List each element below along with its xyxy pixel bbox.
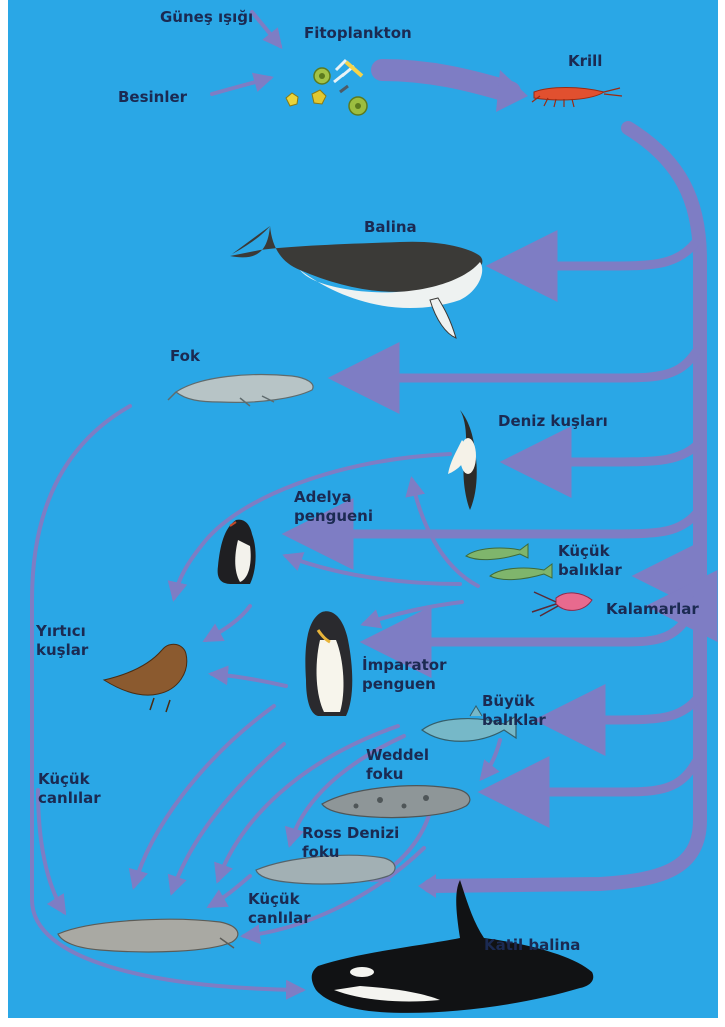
arrow-plankton-to-krill	[382, 70, 510, 92]
label-small-creatures-left: Küçük canlılar	[38, 770, 101, 808]
label-ross-seal-line2: foku	[302, 843, 399, 862]
label-small-creatures-bottom-line2: canlılar	[248, 909, 311, 928]
seabird-illustration	[448, 410, 477, 510]
label-big-fish-line1: Büyük	[482, 692, 546, 711]
seal-fok-illustration	[168, 375, 313, 406]
label-nutrients: Besinler	[118, 88, 187, 107]
label-adelie: Adelya pengueni	[294, 488, 373, 526]
label-sunlight: Güneş ışığı	[160, 8, 253, 27]
arrow-nutrients	[212, 78, 270, 94]
label-ross-seal: Ross Denizi foku	[302, 824, 399, 862]
label-whale: Balina	[364, 218, 417, 237]
label-phytoplankton: Fitoplankton	[304, 24, 412, 43]
label-emperor: İmparator penguen	[362, 656, 446, 694]
arrow-to-balina	[500, 242, 696, 266]
label-small-creatures-bottom-line1: Küçük	[248, 890, 311, 909]
arrow-to-buyuk-baliklar	[548, 700, 696, 720]
arrow-adelya-to-yirtici	[206, 606, 250, 640]
squid-illustration	[532, 592, 592, 616]
thin-arrows	[32, 12, 500, 990]
label-small-creatures-left-line2: canlılar	[38, 789, 101, 808]
label-killer-whale: Katil balina	[484, 936, 580, 955]
label-adelie-line1: Adelya	[294, 488, 373, 507]
arrow-balik-to-adelya	[286, 556, 460, 584]
adelie-penguin-illustration	[218, 520, 256, 584]
label-adelie-line2: pengueni	[294, 507, 373, 526]
label-emperor-line2: penguen	[362, 675, 446, 694]
arrow-trunk-head-katil	[418, 874, 436, 898]
emperor-penguin-illustration	[305, 611, 352, 716]
phytoplankton-cluster	[286, 60, 367, 115]
label-predatory-birds-line2: kuşlar	[36, 641, 88, 660]
label-small-creatures-left-line1: Küçük	[38, 770, 101, 789]
label-krill: Krill	[568, 52, 602, 71]
krill-illustration	[532, 88, 622, 108]
arrow-to-weddel	[492, 762, 696, 792]
label-seal: Fok	[170, 347, 200, 366]
arrow-imparator-to-seal	[134, 706, 274, 886]
crabeater-seal-illustration	[58, 919, 238, 952]
whale-illustration	[230, 226, 482, 338]
arrow-denizkus-to-yirtici	[174, 454, 450, 598]
label-weddell: Weddel foku	[366, 746, 429, 784]
label-ross-seal-line1: Ross Denizi	[302, 824, 399, 843]
skua-illustration	[104, 644, 187, 712]
label-seabirds: Deniz kuşları	[498, 412, 608, 431]
label-small-creatures-bottom: Küçük canlılar	[248, 890, 311, 928]
label-emperor-line1: İmparator	[362, 656, 446, 675]
arrow-to-kucuk-baliklar	[646, 566, 696, 576]
arrow-fok-to-seal-bottom	[38, 790, 64, 912]
label-small-fish: Küçük balıklar	[558, 542, 622, 580]
label-squid: Kalamarlar	[606, 600, 699, 619]
label-big-fish: Büyük balıklar	[482, 692, 546, 730]
weddell-seal-illustration	[322, 786, 470, 818]
label-weddell-line1: Weddel	[366, 746, 429, 765]
label-predatory-birds: Yırtıcı kuşlar	[36, 622, 88, 660]
small-fish-illustration	[466, 544, 552, 580]
arrow-weddel-down	[482, 740, 500, 778]
arrow-ross-to-seal	[210, 876, 250, 906]
label-small-fish-line1: Küçük	[558, 542, 622, 561]
label-weddell-line2: foku	[366, 765, 429, 784]
arrow-sunlight	[252, 12, 280, 46]
arrow-to-deniz-kuslari	[514, 446, 696, 462]
arrow-kalamar-to-imparator	[364, 602, 462, 624]
label-small-fish-line2: balıklar	[558, 561, 622, 580]
arrow-plankton-to-krill-head	[496, 70, 528, 112]
label-predatory-birds-line1: Yırtıcı	[36, 622, 88, 641]
label-big-fish-line2: balıklar	[482, 711, 546, 730]
arrow-imparator-to-yirtici	[212, 674, 286, 686]
main-krill-arrows	[382, 70, 700, 898]
arrow-to-fok	[342, 352, 696, 378]
